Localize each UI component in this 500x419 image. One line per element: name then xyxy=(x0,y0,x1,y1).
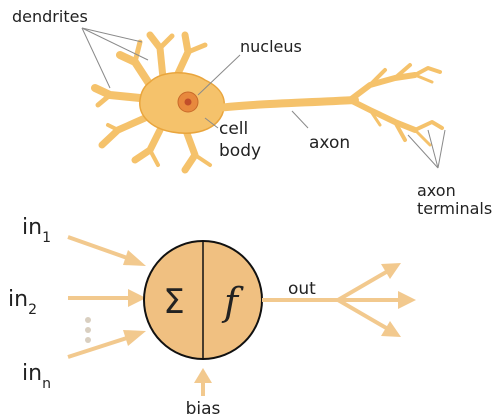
label-nucleus: nucleus xyxy=(240,37,302,56)
label-dendrites: dendrites xyxy=(12,7,88,26)
input-arrows xyxy=(67,235,146,359)
input-arrowhead-n xyxy=(123,330,146,346)
nucleolus xyxy=(184,98,192,106)
bias-arrow xyxy=(194,368,212,396)
output-arrowhead-main xyxy=(398,291,416,309)
label-axon-terminals-line1: axon xyxy=(417,181,456,200)
output-arrows xyxy=(262,263,416,337)
input-label-1: in1 xyxy=(22,215,51,246)
input-arrow-1 xyxy=(67,235,134,262)
bias-label: bias xyxy=(186,399,221,419)
output-arrow-up xyxy=(336,269,390,302)
pointer-lines xyxy=(81,27,446,169)
label-axon: axon xyxy=(309,133,350,153)
output-arrowhead-down xyxy=(381,321,401,337)
biological-neuron: dendrites nucleus cell body axon axon te… xyxy=(12,7,492,218)
label-body: body xyxy=(219,141,261,161)
ellipsis-dots xyxy=(85,317,91,343)
axon-terminals xyxy=(347,63,444,147)
output-arrowhead-up xyxy=(381,263,401,279)
dendrites xyxy=(91,31,212,174)
artificial-neuron: in1 in2 inn Σ f out bias xyxy=(8,215,416,419)
sum-symbol: Σ xyxy=(163,282,184,322)
axon xyxy=(214,96,359,112)
output-label: out xyxy=(288,279,316,299)
label-cell: cell xyxy=(219,119,248,139)
input-label-2: in2 xyxy=(8,287,37,318)
input-arrow-n xyxy=(67,334,134,359)
input-arrowhead-1 xyxy=(123,250,146,266)
input-arrowhead-2 xyxy=(128,289,146,307)
output-arrow-down xyxy=(336,298,390,331)
label-axon-terminals-line2: terminals xyxy=(417,199,492,218)
input-label-n: inn xyxy=(22,361,51,392)
